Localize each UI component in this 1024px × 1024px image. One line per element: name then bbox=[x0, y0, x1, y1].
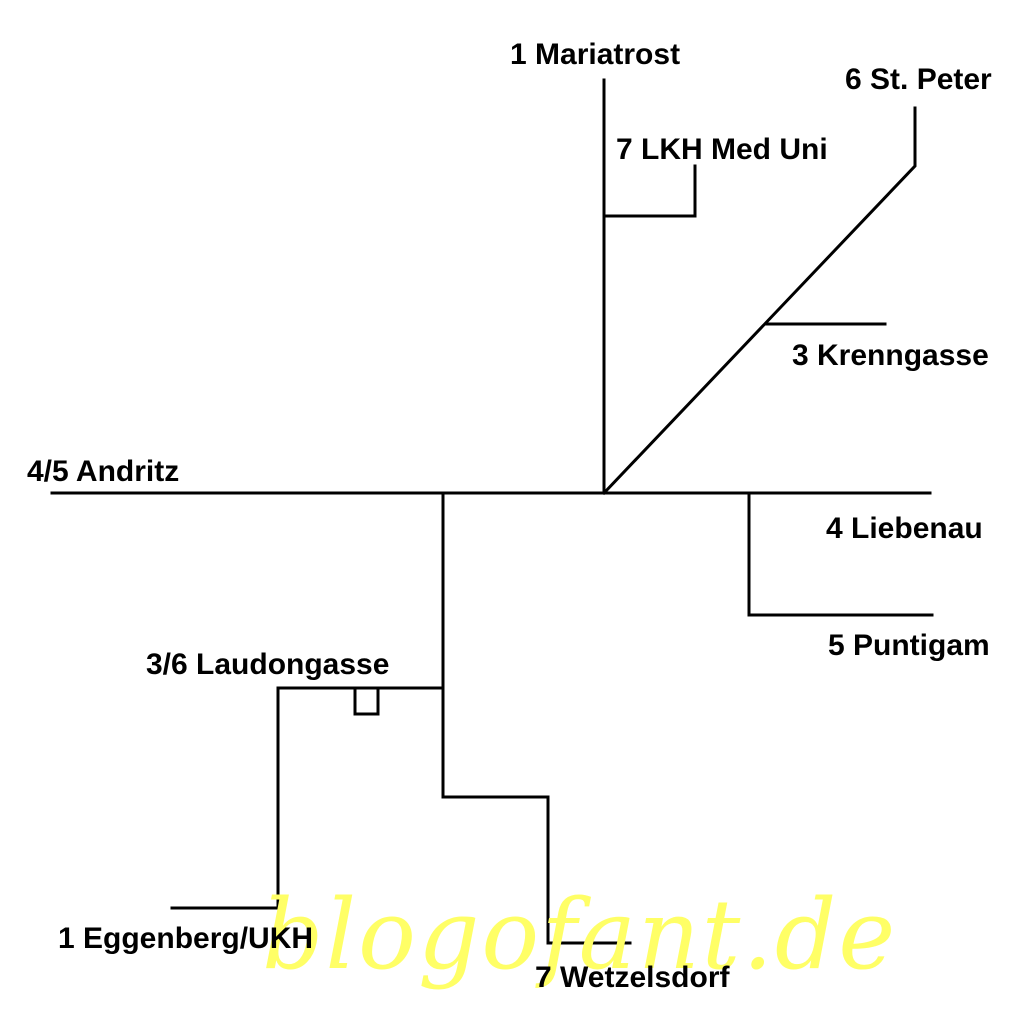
label-st-peter: 6 St. Peter bbox=[845, 63, 992, 96]
line-lkh-med-uni bbox=[602, 164, 697, 218]
watermark-text: blogofant.de bbox=[262, 879, 897, 991]
label-krenngasse: 3 Krenngasse bbox=[792, 339, 989, 372]
label-andritz: 4/5 Andritz bbox=[27, 455, 179, 488]
label-mariatrost: 1 Mariatrost bbox=[510, 38, 680, 71]
track-lines bbox=[50, 78, 934, 945]
label-puntigam: 5 Puntigam bbox=[828, 629, 990, 662]
line-st-peter bbox=[601, 106, 917, 496]
station-labels: 1 Mariatrost 7 LKH Med Uni 6 St. Peter 3… bbox=[27, 38, 992, 994]
label-lkh-med-uni: 7 LKH Med Uni bbox=[616, 133, 828, 166]
laudongasse-loop bbox=[353, 686, 380, 716]
line-puntigam bbox=[747, 491, 934, 617]
label-wetzelsdorf: 7 Wetzelsdorf bbox=[535, 961, 730, 994]
label-laudongasse: 3/6 Laudongasse bbox=[146, 648, 389, 681]
label-liebenau: 4 Liebenau bbox=[826, 512, 983, 545]
line-laudongasse bbox=[276, 686, 445, 910]
label-eggenberg-ukh: 1 Eggenberg/UKH bbox=[58, 922, 313, 955]
line-wetzelsdorf bbox=[441, 795, 632, 945]
